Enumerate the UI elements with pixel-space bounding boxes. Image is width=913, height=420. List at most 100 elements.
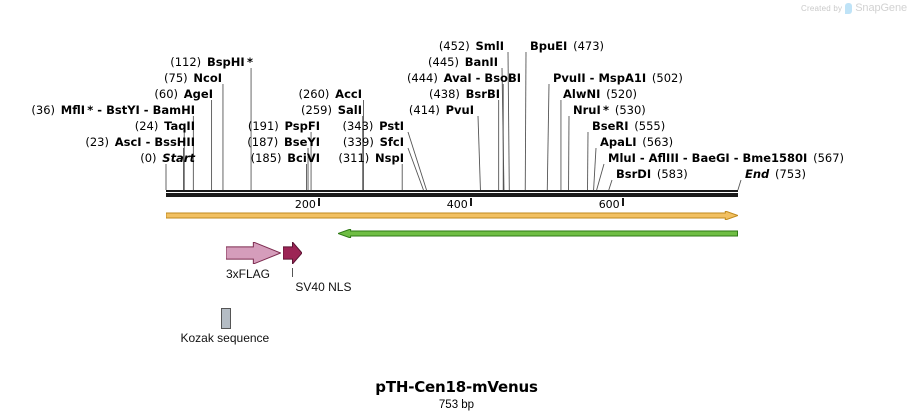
enzyme-label-asci[interactable]: (23) AscI - BssHII [85, 136, 195, 148]
enzyme-label-bseri[interactable]: BseRI (555) [592, 120, 665, 132]
enzyme-position-end: (753) [775, 167, 806, 181]
backbone-main-line [166, 193, 738, 197]
enzyme-name-banii: BanII [464, 55, 498, 69]
plasmid-name-label: pTH-Cen18-mVenus [375, 378, 538, 396]
enzyme-label-sfci[interactable]: (339) SfcI [343, 136, 404, 148]
enzyme-position-bsrdi: (583) [656, 167, 688, 181]
leader-line-psti [407, 131, 427, 191]
enzyme-label-agei[interactable]: (60) AgeI [154, 88, 213, 100]
enzyme-name-mfli: MflI * - BstYI - BamHI [60, 103, 195, 117]
feature-box-kozak-sequence[interactable] [220, 308, 232, 329]
ruler-label-400: 400 [446, 198, 468, 211]
enzyme-name-acci: AccI [335, 87, 362, 101]
leader-line-pvuii [546, 83, 550, 191]
enzyme-name-nspi: NspI [375, 151, 404, 165]
enzyme-position-bseri: (555) [634, 119, 666, 133]
ruler-tick-400 [469, 198, 472, 206]
enzyme-label-bcivi[interactable]: (185) BciVI [251, 152, 320, 164]
enzyme-name-sfci: SfcI [379, 135, 404, 149]
leader-line-bpuei [524, 51, 527, 191]
enzyme-name-bcivi: BciVI [287, 151, 320, 165]
feature-arrow-sv40-nls[interactable] [282, 242, 302, 264]
enzyme-label-avai[interactable]: (444) AvaI - BsoBI [407, 72, 521, 84]
enzyme-name-bsrdi: BsrDI [616, 167, 652, 181]
enzyme-position-apali: (563) [642, 135, 674, 149]
enzyme-name-pspfi: PspFI [284, 119, 320, 133]
feature-label-kozak-sequence: Kozak sequence [180, 331, 270, 345]
enzyme-position-alwni: (520) [606, 87, 638, 101]
enzyme-name-alwni: AlwNI [563, 87, 601, 101]
feature-label-sv40-nls: SV40 NLS [295, 280, 352, 294]
enzyme-name-asci: AscI - BssHII [114, 135, 195, 149]
enzyme-label-bsrbi[interactable]: (438) BsrBI [429, 88, 500, 100]
enzyme-label-apali[interactable]: ApaLI (563) [600, 136, 673, 148]
enzyme-position-sfci: (339) [342, 135, 374, 149]
leader-line-smli [507, 51, 510, 191]
enzyme-name-ncoi: NcoI [193, 71, 222, 85]
feature-label-3xflag: 3xFLAG [226, 267, 271, 281]
enzyme-name-bseri: BseRI [592, 119, 629, 133]
enzyme-label-pvui[interactable]: (414) PvuI [409, 104, 474, 116]
enzyme-position-mlui: (567) [813, 151, 845, 165]
enzyme-position-pspfi: (191) [247, 119, 279, 133]
leader-line-mlui [596, 163, 605, 191]
enzyme-position-psti: (343) [342, 119, 374, 133]
enzyme-position-start: (0) [140, 151, 157, 165]
enzyme-name-end: End [745, 167, 770, 181]
enzyme-position-banii: (445) [428, 55, 459, 69]
enzyme-name-nrui: NruI * [573, 103, 610, 117]
enzyme-name-bsrbi: BsrBI [465, 87, 500, 101]
ruler-label-600: 600 [598, 198, 620, 211]
enzyme-position-pvui: (414) [408, 103, 440, 117]
ruler-tick-200 [317, 198, 320, 206]
enzyme-position-sali: (259) [301, 103, 332, 117]
enzyme-position-bcivi: (185) [250, 151, 282, 165]
enzyme-label-psti[interactable]: (343) PstI [342, 120, 404, 132]
enzyme-label-taqii[interactable]: (24) TaqII [135, 120, 195, 132]
ruler-tick-600 [621, 198, 624, 206]
enzyme-position-avai: (444) [406, 71, 438, 85]
enzyme-label-nspi[interactable]: (311) NspI [338, 152, 404, 164]
enzyme-label-banii[interactable]: (445) BanII [428, 56, 498, 68]
ruler-label-200: 200 [294, 198, 316, 211]
enzyme-name-pvui: PvuI [445, 103, 474, 117]
plasmid-length-label: 753 bp [438, 399, 475, 411]
enzyme-name-bpuei: BpuEI [530, 39, 568, 53]
enzyme-label-pvuii[interactable]: PvuII - MspA1I (502) [553, 72, 683, 84]
snapgene-credit: Created by SnapGene [801, 2, 907, 14]
enzyme-label-nrui[interactable]: NruI * (530) [573, 104, 646, 116]
enzyme-label-ncoi[interactable]: (75) NcoI [164, 72, 222, 84]
enzyme-name-taqii: TaqII [164, 119, 195, 133]
enzyme-labels-group: (0) Start (23) AscI - BssHII (24) TaqII (36… [0, 0, 913, 190]
snapgene-leaf-icon [845, 2, 853, 14]
feature-arrow-3xflag[interactable] [226, 242, 281, 264]
orf-arrow-orf-orange[interactable] [166, 211, 738, 220]
enzyme-name-smli: SmlI [475, 39, 505, 53]
enzyme-position-bseyi: (187) [247, 135, 279, 149]
enzyme-name-agei: AgeI [183, 87, 213, 101]
enzyme-position-bsrbi: (438) [428, 87, 460, 101]
enzyme-name-bsphi: BspHI * [206, 55, 253, 69]
credit-brand-label: SnapGene [855, 2, 907, 14]
enzyme-name-apali: ApaLI [600, 135, 637, 149]
leader-lines-group [165, 51, 742, 191]
enzyme-label-bpuei[interactable]: BpuEI (473) [530, 40, 604, 52]
enzyme-position-nspi: (311) [338, 151, 370, 165]
enzyme-label-bsrdi[interactable]: BsrDI (583) [616, 168, 688, 180]
orf-arrow-orf-green[interactable] [338, 229, 738, 238]
enzyme-position-bpuei: (473) [573, 39, 605, 53]
enzyme-label-sali[interactable]: (259) SalI [301, 104, 362, 116]
enzyme-label-mlui[interactable]: MluI - AflIII - BaeGI - Bme1580I (567) [608, 152, 844, 164]
feature-leader-sv40-nls [292, 268, 294, 277]
enzyme-label-smli[interactable]: (452) SmlI [439, 40, 504, 52]
enzyme-label-bseyi[interactable]: (187) BseYI [247, 136, 320, 148]
enzyme-position-smli: (452) [438, 39, 470, 53]
enzyme-label-alwni[interactable]: AlwNI (520) [563, 88, 637, 100]
enzyme-label-bsphi[interactable]: (112) BspHI * [170, 56, 253, 68]
enzyme-label-pspfi[interactable]: (191) PspFI [248, 120, 320, 132]
enzyme-label-end[interactable]: End (753) [745, 168, 806, 180]
enzyme-label-mfli[interactable]: (36) MflI * - BstYI - BamHI [31, 104, 195, 116]
enzyme-position-pvuii: (502) [651, 71, 683, 85]
enzyme-label-acci[interactable]: (260) AccI [298, 88, 362, 100]
enzyme-label-start[interactable]: (0) Start [140, 152, 195, 164]
